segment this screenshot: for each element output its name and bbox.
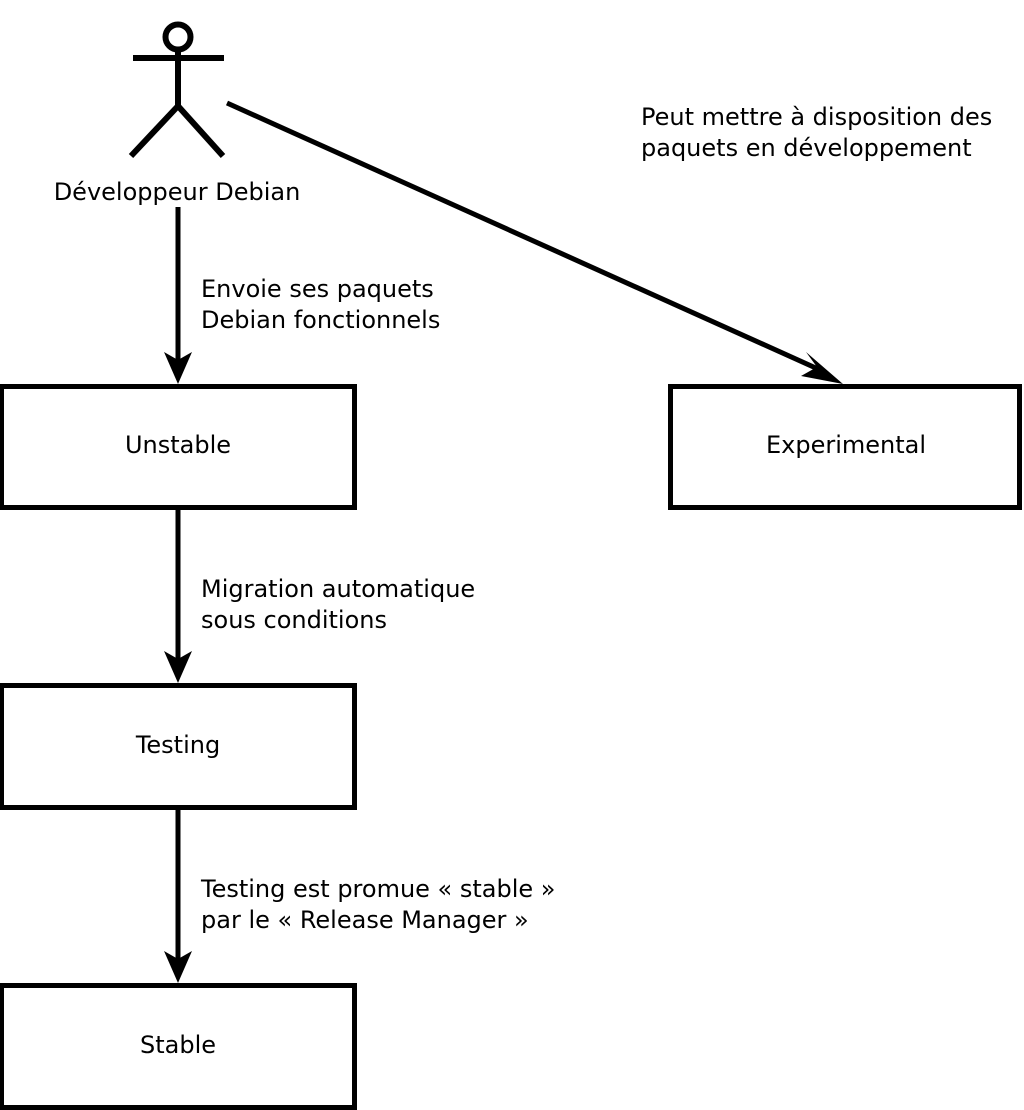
node-stable-label: Stable <box>140 1031 216 1059</box>
edge-testing-to-stable-label-line2: par le « Release Manager » <box>201 906 529 934</box>
edge-unstable-to-testing-label-line1: Migration automatique <box>201 575 475 603</box>
edge-dev-to-experimental-line <box>225 100 820 372</box>
edge-dev-to-unstable <box>164 207 192 384</box>
edge-unstable-to-testing-label-line2: sous conditions <box>201 606 387 634</box>
edge-unstable-to-testing-arrowhead <box>164 651 192 683</box>
node-testing[interactable]: Testing <box>0 683 357 810</box>
node-experimental-box[interactable] <box>668 384 1022 510</box>
actor-head-icon <box>162 21 194 53</box>
node-stable-box[interactable] <box>0 983 357 1110</box>
node-stable[interactable]: Stable <box>0 983 357 1110</box>
actor-right-leg-line <box>175 103 226 159</box>
stick-figure-actor-icon <box>128 21 226 159</box>
node-unstable[interactable]: Unstable <box>0 384 357 510</box>
node-unstable-box[interactable] <box>0 384 357 510</box>
node-experimental[interactable]: Experimental <box>668 384 1022 510</box>
edge-dev-to-experimental-arrowhead <box>801 352 843 384</box>
edge-dev-to-experimental-label-line2: paquets en développement <box>641 134 972 162</box>
node-unstable-label: Unstable <box>125 431 231 459</box>
edge-dev-to-unstable-label-line2: Debian fonctionnels <box>201 306 440 334</box>
edge-dev-to-experimental-label-line1: Peut mettre à disposition des <box>641 103 992 131</box>
edge-dev-to-experimental <box>225 100 843 384</box>
edge-testing-to-stable-label-line1: Testing est promue « stable » <box>200 875 555 903</box>
edge-unstable-to-testing <box>164 509 192 683</box>
actor-label: Développeur Debian <box>54 178 301 206</box>
edge-dev-to-unstable-label-line1: Envoie ses paquets <box>201 275 434 303</box>
node-testing-box[interactable] <box>0 683 357 810</box>
actor-left-leg-line <box>128 103 181 159</box>
edge-testing-to-stable <box>164 810 192 983</box>
edge-dev-to-unstable-arrowhead <box>164 352 192 384</box>
node-testing-label: Testing <box>135 731 220 759</box>
edge-testing-to-stable-arrowhead <box>164 951 192 983</box>
node-experimental-label: Experimental <box>766 431 926 459</box>
